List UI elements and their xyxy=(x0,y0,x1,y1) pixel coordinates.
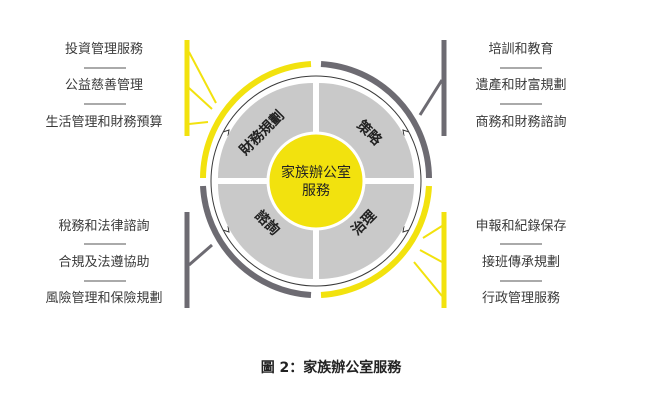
group-top-left: 投資管理服務 公益慈善管理 生活管理和財務預算 xyxy=(45,41,162,130)
service-item: 生活管理和財務預算 xyxy=(45,115,162,130)
connector-top-left xyxy=(184,40,217,136)
center-label-line2: 服務 xyxy=(302,183,330,199)
center-label-line1: 家族辦公室 xyxy=(281,164,351,181)
connector-bottom-right xyxy=(413,212,447,308)
service-item: 培訓和教育 xyxy=(488,41,553,57)
ring-arrows xyxy=(222,129,410,233)
group-bottom-left: 稅務和法律諮詢 合規及法遵協助 風險管理和保險規劃 xyxy=(45,218,162,306)
connector-top-right xyxy=(418,40,447,136)
service-item: 商務和財務諮詢 xyxy=(475,114,566,130)
service-item: 合規及法遵協助 xyxy=(58,254,149,270)
outer-arc-top-right xyxy=(320,61,432,179)
service-item: 投資管理服務 xyxy=(65,41,143,57)
service-item: 行政管理服務 xyxy=(482,291,560,306)
service-item: 接班傳承規劃 xyxy=(482,254,560,270)
connector-bottom-left xyxy=(184,212,213,308)
inner-ring xyxy=(210,75,422,287)
service-item: 公益慈善管理 xyxy=(65,77,143,93)
service-item: 遺產和財富規劃 xyxy=(475,77,566,93)
service-item: 風險管理和保險規劃 xyxy=(45,291,162,306)
figure-caption: 圖 2：家族辦公室服務 xyxy=(260,360,402,376)
group-bottom-right: 申報和紀錄保存 接班傳承規劃 行政管理服務 xyxy=(475,219,566,306)
center-circle xyxy=(266,131,366,231)
outer-arc-top-left xyxy=(200,61,312,179)
service-item: 稅務和法律諮詢 xyxy=(58,218,149,234)
group-top-right: 培訓和教育 遺產和財富規劃 商務和財務諮詢 xyxy=(475,41,566,130)
outer-arc-bottom-right xyxy=(320,185,432,298)
service-item: 申報和紀錄保存 xyxy=(475,219,566,234)
outer-arc-bottom-left xyxy=(200,185,312,298)
